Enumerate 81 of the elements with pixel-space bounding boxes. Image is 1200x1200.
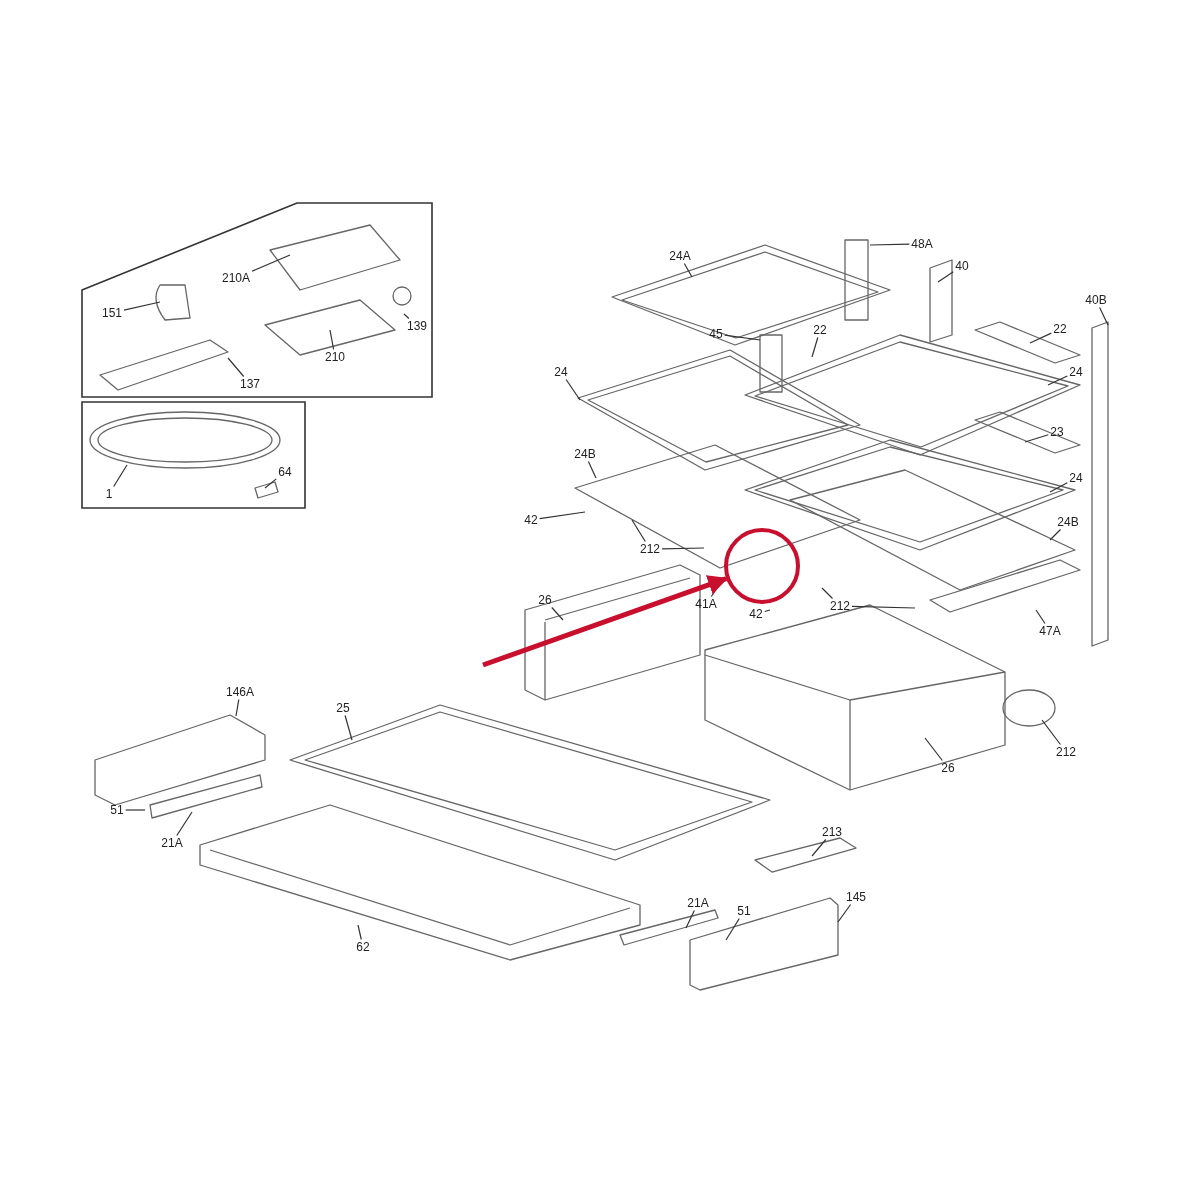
leader-line xyxy=(937,271,954,283)
leader-line xyxy=(1029,332,1052,344)
callout-number: 24 xyxy=(1068,471,1084,485)
callout-number: 42 xyxy=(523,513,539,527)
callout-number: 24B xyxy=(573,447,597,461)
leader-line xyxy=(724,334,761,341)
leader-line xyxy=(1099,306,1109,326)
leader-line xyxy=(869,243,910,246)
leader-line xyxy=(851,605,916,609)
callout-number: 212 xyxy=(1055,745,1077,759)
callout-number: 24A xyxy=(668,249,692,263)
callout-number: 22 xyxy=(1052,322,1068,336)
leader-line xyxy=(251,254,291,272)
callout-number: 212 xyxy=(639,542,661,556)
callout-number: 210A xyxy=(221,271,251,285)
leader-line xyxy=(403,313,410,320)
leader-line xyxy=(1024,434,1049,443)
leader-line xyxy=(837,903,852,923)
callout-number: 210 xyxy=(324,350,346,364)
leader-line xyxy=(587,460,597,479)
callout-number: 145 xyxy=(845,890,867,904)
leader-line xyxy=(565,378,581,401)
leader-line xyxy=(811,336,819,358)
callout-number: 26 xyxy=(537,593,553,607)
leader-line xyxy=(1049,528,1062,541)
callout-number: 22 xyxy=(812,323,828,337)
leader-line xyxy=(1035,609,1046,625)
callout-number: 51 xyxy=(109,803,125,817)
leader-line xyxy=(764,609,771,613)
callout-number: 25 xyxy=(335,701,351,715)
callout-number: 1 xyxy=(104,487,114,501)
callout-number: 213 xyxy=(821,825,843,839)
leader-line xyxy=(661,547,705,550)
callout-number: 41A xyxy=(694,597,718,611)
callout-number: 42 xyxy=(748,607,764,621)
callout-number: 137 xyxy=(239,377,261,391)
callout-number: 62 xyxy=(355,940,371,954)
callout-number: 47A xyxy=(1038,624,1062,638)
callout-number: 151 xyxy=(101,306,123,320)
callout-number: 212 xyxy=(829,599,851,613)
leader-line xyxy=(1041,719,1061,746)
leader-line xyxy=(631,519,646,543)
leader-line xyxy=(113,464,128,488)
callout-number: 26 xyxy=(940,761,956,775)
leader-line xyxy=(924,737,943,762)
leader-line xyxy=(227,357,245,378)
callout-number: 23 xyxy=(1049,425,1065,439)
leader-line xyxy=(264,478,277,489)
leader-line xyxy=(725,917,740,941)
leader-line xyxy=(683,262,693,278)
callout-number: 24 xyxy=(553,365,569,379)
inset-frame xyxy=(82,402,305,508)
pointer-arrow xyxy=(482,575,729,668)
leader-line xyxy=(551,606,564,621)
leader-line xyxy=(539,511,586,520)
leader-line xyxy=(344,714,353,741)
callout-number: 48A xyxy=(910,237,934,251)
leader-line xyxy=(1047,375,1068,386)
highlight-circle xyxy=(724,528,800,604)
callout-number: 51 xyxy=(736,904,752,918)
leader-line xyxy=(176,811,193,837)
leader-line xyxy=(357,924,362,941)
callout-number: 40B xyxy=(1084,293,1108,307)
leader-line xyxy=(1049,482,1068,493)
callout-number: 24 xyxy=(1068,365,1084,379)
callout-number: 40 xyxy=(954,259,970,273)
callout-number: 24B xyxy=(1056,515,1080,529)
leader-line xyxy=(821,587,834,600)
callout-number: 21A xyxy=(686,896,710,910)
callout-number: 146A xyxy=(225,685,255,699)
callout-number: 64 xyxy=(277,465,293,479)
leader-line xyxy=(235,698,240,717)
leader-line xyxy=(329,329,335,351)
leader-line xyxy=(685,909,695,929)
leader-line xyxy=(125,809,146,811)
callout-number: 45 xyxy=(708,327,724,341)
leader-line xyxy=(123,301,161,311)
callout-number: 21A xyxy=(160,836,184,850)
leader-line xyxy=(811,838,827,857)
callout-number: 139 xyxy=(406,319,428,333)
inset-frame xyxy=(82,203,432,397)
